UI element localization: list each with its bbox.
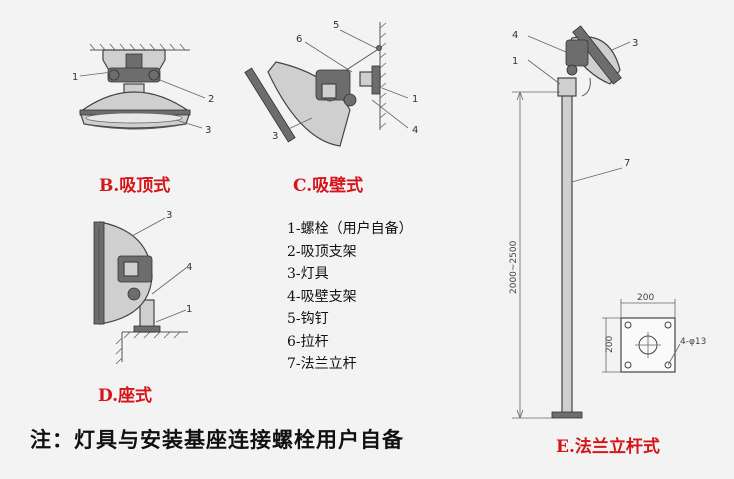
callout-d3: 3 xyxy=(166,210,172,221)
legend-item: 2-吸顶支架 xyxy=(287,243,357,260)
caption-wall-mount: C.吸壁式 xyxy=(293,176,364,196)
callout-e7: 7 xyxy=(624,158,630,169)
callout-e1: 1 xyxy=(512,56,518,67)
legend-item: 3-灯具 xyxy=(287,266,329,282)
installation-note: 注：灯具与安装基座连接螺栓用户自备 xyxy=(30,427,404,452)
flange-height-dimension: 200 xyxy=(605,336,615,353)
wall-mount-figure: 5 6 3 1 4 xyxy=(244,20,418,147)
callout-c4: 4 xyxy=(412,125,418,136)
caption-ceiling-mount: B.吸顶式 xyxy=(99,176,171,196)
legend-item: 7-法兰立杆 xyxy=(287,356,357,372)
legend-item: 5-钩钉 xyxy=(287,311,329,327)
legend-item: 4-吸壁支架 xyxy=(287,288,357,305)
callout-c5: 5 xyxy=(333,20,339,31)
ceiling-mount-figure: 1 2 3 xyxy=(72,43,214,136)
callout-c3: 3 xyxy=(272,131,278,142)
seat-mount-figure: 3 4 1 xyxy=(93,210,192,365)
legend-item: 1-螺栓（用户自备） xyxy=(287,221,413,237)
callout-d4: 4 xyxy=(186,262,192,273)
callout-d1: 1 xyxy=(186,304,192,315)
flange-pole-figure: 2000~2500 4 1 3 7 200 200 4-φ13 xyxy=(509,25,706,419)
callout-b1: 1 xyxy=(72,72,78,83)
bolt-holes-dimension: 4-φ13 xyxy=(680,337,706,347)
callout-c6: 6 xyxy=(296,34,302,45)
legend-item: 6-拉杆 xyxy=(287,333,329,350)
callout-e4: 4 xyxy=(512,30,518,41)
caption-flange-pole: E.法兰立杆式 xyxy=(556,437,660,457)
callout-b3: 3 xyxy=(205,125,211,136)
flange-width-dimension: 200 xyxy=(637,293,654,303)
pole-height-dimension: 2000~2500 xyxy=(509,240,519,294)
callout-c1: 1 xyxy=(412,94,418,105)
caption-seat-mount: D.座式 xyxy=(98,386,153,406)
callout-b2: 2 xyxy=(208,94,214,105)
callout-e3: 3 xyxy=(632,38,638,49)
parts-legend: 1-螺栓（用户自备） 2-吸顶支架 3-灯具 4-吸壁支架 5-钩钉 6-拉杆 … xyxy=(287,218,413,376)
